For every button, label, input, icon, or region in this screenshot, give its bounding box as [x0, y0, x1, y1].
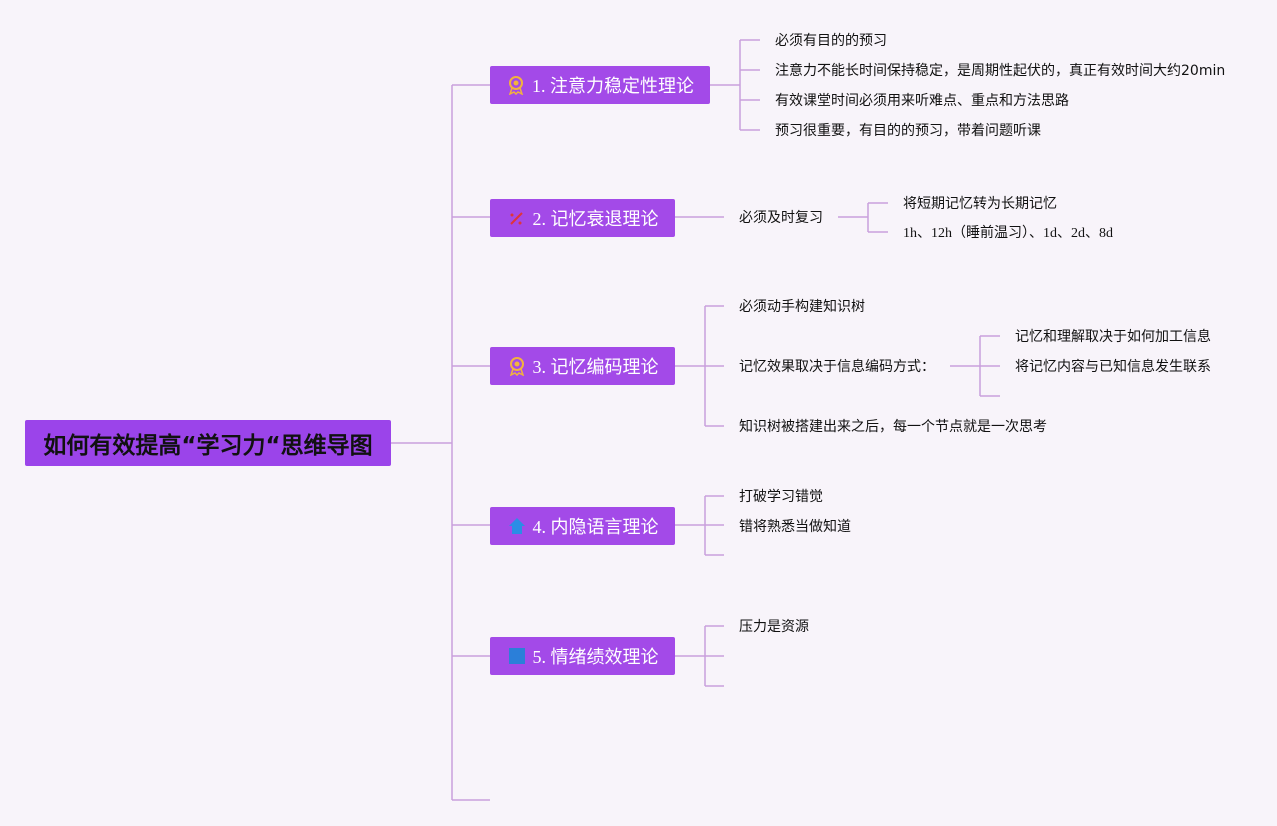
leaf-item[interactable]: 有效课堂时间必须用来听难点、重点和方法思路 — [775, 93, 1069, 109]
leaf-item[interactable]: 必须动手构建知识树 — [739, 299, 865, 315]
branch-label: 5. 情绪绩效理论 — [532, 647, 659, 667]
branch-attention-stability[interactable]: 1. 注意力稳定性理论 — [490, 66, 710, 104]
branch-memory-decay[interactable]: 2. 记忆衰退理论 — [490, 199, 675, 237]
award-ribbon-icon — [506, 75, 526, 95]
leaf-item[interactable]: 压力是资源 — [739, 619, 809, 635]
branch-label: 1. 注意力稳定性理论 — [532, 76, 694, 96]
leaf-item[interactable]: 注意力不能长时间保持稳定，是周期性起伏的，真正有效时间大约20min — [775, 63, 1226, 79]
leaf-item[interactable]: 打破学习错觉 — [739, 489, 823, 505]
leaf-subitem[interactable]: 将短期记忆转为长期记忆 — [903, 196, 1057, 212]
root-topic[interactable]: 如何有效提高“学习力“思维导图 — [25, 420, 391, 466]
leaf-item[interactable]: 必须有目的的预习 — [775, 33, 887, 49]
award-ribbon-icon — [507, 356, 527, 376]
leaf-item[interactable]: 错将熟悉当做知道 — [739, 519, 851, 535]
branch-label: 4. 内隐语言理论 — [532, 517, 659, 537]
branch-emotion-performance[interactable]: 5. 情绪绩效理论 — [490, 637, 675, 675]
leaf-item[interactable]: 必须及时复习 — [739, 210, 823, 226]
leaf-item[interactable]: 知识树被搭建出来之后，每一个节点就是一次思考 — [739, 419, 1047, 435]
branch-label: 3. 记忆编码理论 — [532, 357, 659, 377]
leaf-item[interactable]: 预习很重要，有目的的预习，带着问题听课 — [775, 123, 1041, 139]
branch-label: 2. 记忆衰退理论 — [532, 209, 659, 229]
leaf-item[interactable]: 记忆效果取决于信息编码方式： — [739, 359, 935, 375]
branch-implicit-language[interactable]: 4. 内隐语言理论 — [490, 507, 675, 545]
leaf-subitem[interactable]: 记忆和理解取决于如何加工信息 — [1015, 329, 1211, 345]
flag-icon — [507, 646, 527, 666]
root-title: 如何有效提高“学习力“思维导图 — [43, 433, 373, 459]
leaf-subitem[interactable]: 1h、12h（睡前温习）、1d、2d、8d — [903, 226, 1113, 241]
leaf-subitem[interactable]: 将记忆内容与已知信息发生联系 — [1015, 359, 1211, 375]
branch-memory-encoding[interactable]: 3. 记忆编码理论 — [490, 347, 675, 385]
house-icon — [507, 516, 527, 536]
magic-wand-icon — [507, 208, 527, 228]
